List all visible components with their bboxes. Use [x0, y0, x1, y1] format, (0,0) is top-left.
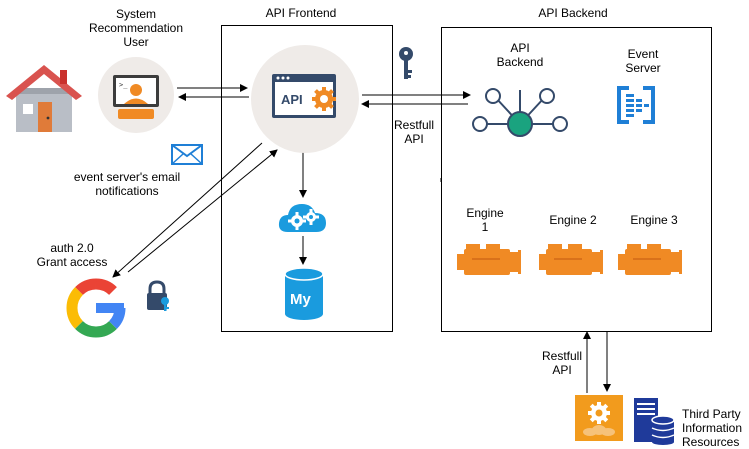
api-icon-text: API — [281, 92, 303, 107]
key-icon — [399, 47, 413, 79]
api-frontend-title: API Frontend — [265, 6, 337, 20]
network-hub-icon — [472, 88, 568, 137]
mysql-text: My — [290, 291, 311, 308]
restful-api-label-bottom: Restfull API — [541, 349, 582, 377]
engine2-label: Engine 2 — [549, 213, 597, 227]
user-label: System Recommendation User — [88, 7, 184, 49]
cloud-gears-icon — [278, 204, 326, 232]
restful-api-label-front: Restfull API — [393, 118, 434, 146]
engine-icon — [539, 244, 603, 275]
event-server-label: Event Server — [625, 47, 661, 75]
padlock-icon — [147, 280, 169, 311]
third-party-gear-icon — [575, 395, 623, 441]
backend-node-label: API Backend — [496, 41, 544, 69]
engine-icon — [457, 244, 521, 275]
api-backend-box — [441, 27, 712, 332]
event-hub-icon — [617, 86, 655, 124]
server-database-icon — [634, 398, 675, 445]
api-backend-title: API Backend — [538, 6, 608, 20]
engine3-label: Engine 3 — [630, 213, 678, 227]
email-icon — [171, 144, 203, 165]
svg-text:>_: >_ — [119, 81, 128, 89]
mysql-icon: My — [284, 267, 324, 320]
third-party-label: Third Party Information Resources — [682, 407, 743, 449]
auth-label: auth 2.0 Grant access — [36, 241, 108, 269]
google-icon — [66, 278, 126, 338]
user-computer-icon: >_ — [98, 57, 174, 133]
api-gear-icon: API — [251, 45, 359, 153]
email-notifications-label: event server's email notifications — [73, 170, 181, 198]
engine1-label: Engine 1 — [466, 206, 504, 234]
engine-icon — [618, 244, 682, 275]
house-icon — [6, 65, 82, 132]
